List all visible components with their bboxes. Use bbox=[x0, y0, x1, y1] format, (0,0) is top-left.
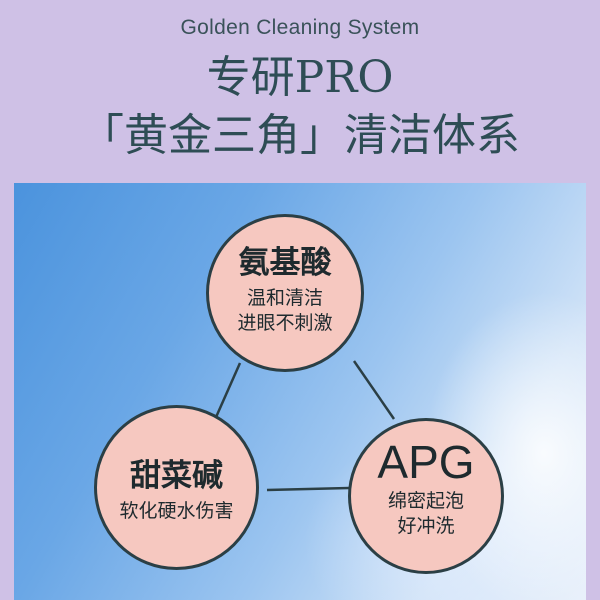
title-line-1: 专研PRO bbox=[206, 52, 394, 103]
node-amino-acid-title: 氨基酸 bbox=[238, 245, 332, 281]
node-amino-acid-desc-2: 进眼不刺激 bbox=[237, 312, 333, 334]
node-amino-acid: 氨基酸 温和清洁 进眼不刺激 bbox=[206, 214, 364, 372]
node-apg-title: APG bbox=[377, 436, 475, 488]
title-line-2: 「黄金三角」清洁体系 bbox=[80, 110, 520, 161]
diagram-panel: 氨基酸 温和清洁 进眼不刺激 甜菜碱 软化硬水伤害 APG 绵密起泡 好冲洗 bbox=[14, 183, 586, 600]
node-betaine-title: 甜菜碱 bbox=[130, 458, 223, 494]
header: Golden Cleaning System 专研PRO 「黄金三角」清洁体系 bbox=[0, 0, 600, 185]
connector-bottom bbox=[266, 486, 350, 492]
node-apg: APG 绵密起泡 好冲洗 bbox=[348, 418, 504, 574]
node-betaine-desc: 软化硬水伤害 bbox=[119, 500, 234, 522]
node-apg-desc-1: 绵密起泡 bbox=[387, 490, 464, 512]
connector-top-right bbox=[352, 360, 396, 420]
node-apg-desc-2: 好冲洗 bbox=[397, 515, 455, 537]
subtitle: Golden Cleaning System bbox=[180, 16, 420, 39]
node-amino-acid-desc-1: 温和清洁 bbox=[246, 287, 323, 309]
node-betaine: 甜菜碱 软化硬水伤害 bbox=[94, 405, 259, 570]
